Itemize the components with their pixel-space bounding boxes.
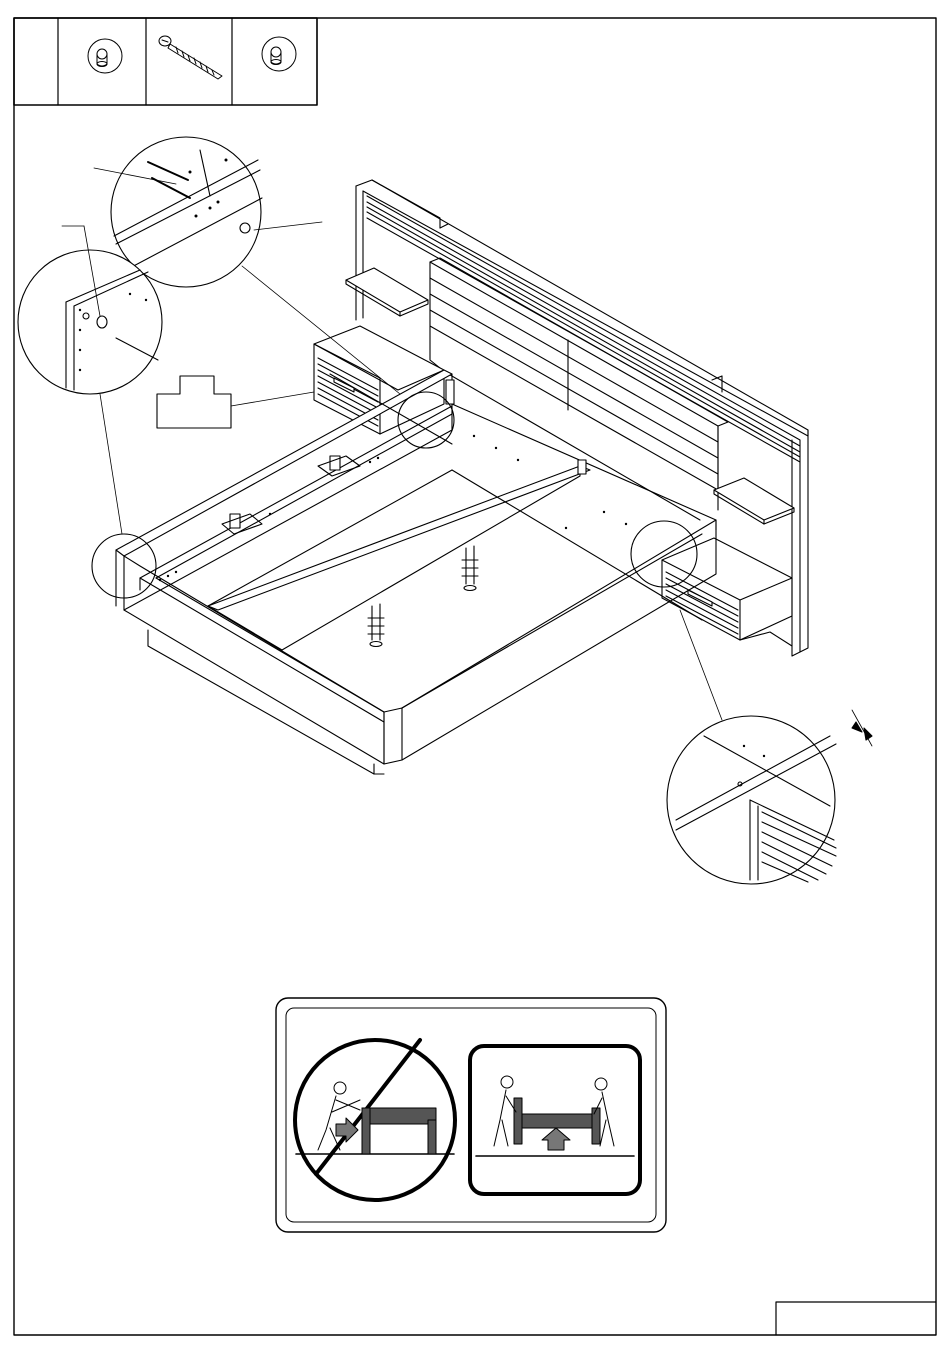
nightstand-left	[314, 326, 444, 434]
shelf-left	[346, 268, 428, 316]
safety-warning-panel	[276, 998, 666, 1232]
parts-strip	[14, 18, 317, 105]
callout-side-rail-joint-detail	[18, 226, 162, 534]
dowel-icon	[88, 39, 122, 73]
dowel-icon	[262, 37, 296, 71]
no-push-icon	[295, 1040, 455, 1200]
page-number-box	[776, 1302, 936, 1335]
nightstand-right	[662, 538, 792, 646]
bed-assembly-illustration	[18, 137, 872, 884]
shelf-right	[714, 478, 794, 524]
screw-icon	[159, 36, 222, 79]
profile-tag	[157, 376, 314, 428]
lift-icon	[470, 1046, 640, 1194]
callout-nightstand-gap-detail	[667, 610, 872, 884]
